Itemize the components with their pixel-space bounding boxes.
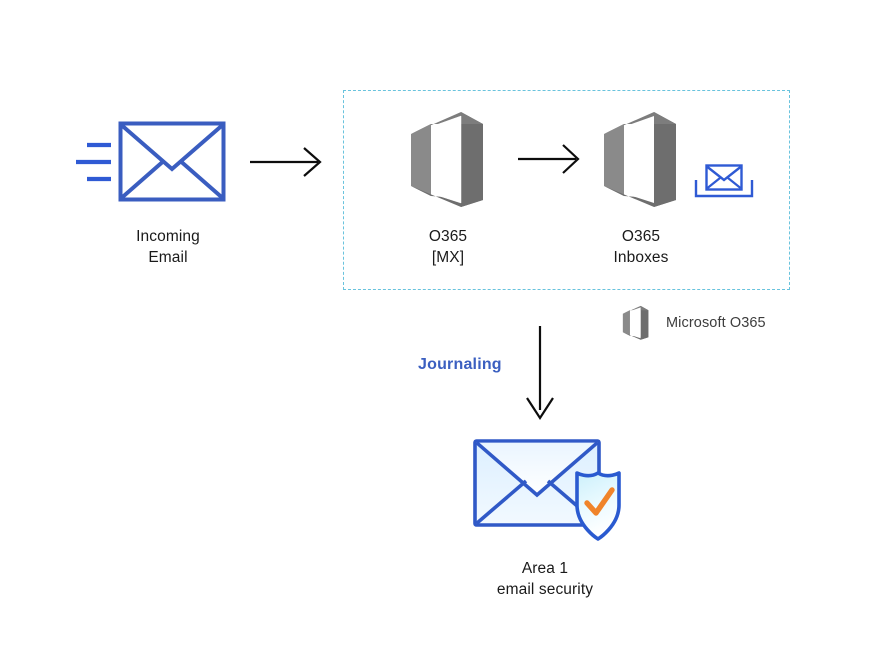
o365-inboxes-icon-group [596, 110, 686, 210]
envelope-shield-check-icon [473, 439, 621, 541]
arrow-right-icon [250, 147, 322, 177]
motion-lines-icon [76, 142, 111, 182]
o365-boundary-region [343, 90, 790, 290]
incoming-email-label: Incoming Email [136, 228, 200, 266]
legend-microsoft-o365: Microsoft O365 [620, 303, 800, 343]
o365-mx-icon-group [403, 110, 493, 210]
area1-label: Area 1 email security [496, 560, 594, 598]
o365-inboxes-label: O365 Inboxes [613, 228, 669, 266]
office-365-icon [604, 112, 676, 207]
inbox-tray-envelope-icon-group [694, 160, 754, 202]
arrow-inboxes-to-area1 [522, 326, 558, 424]
area1-icon-group [470, 432, 630, 550]
arrow-mx-to-inboxes [518, 142, 588, 176]
arrow-right-icon [518, 144, 580, 174]
incoming-email-icon-group [70, 118, 230, 210]
journaling-label: Journaling [418, 356, 502, 373]
inbox-tray-envelope-icon [694, 164, 754, 198]
envelope-icon [76, 121, 226, 202]
arrow-down-icon [526, 326, 554, 421]
office-365-icon [622, 305, 649, 340]
legend-label: Microsoft O365 [666, 315, 766, 331]
o365-mx-label: O365 [MX] [428, 228, 468, 266]
office-365-icon [411, 112, 483, 207]
arrow-incoming-to-mx [250, 145, 330, 179]
checkmark-icon [584, 487, 615, 516]
